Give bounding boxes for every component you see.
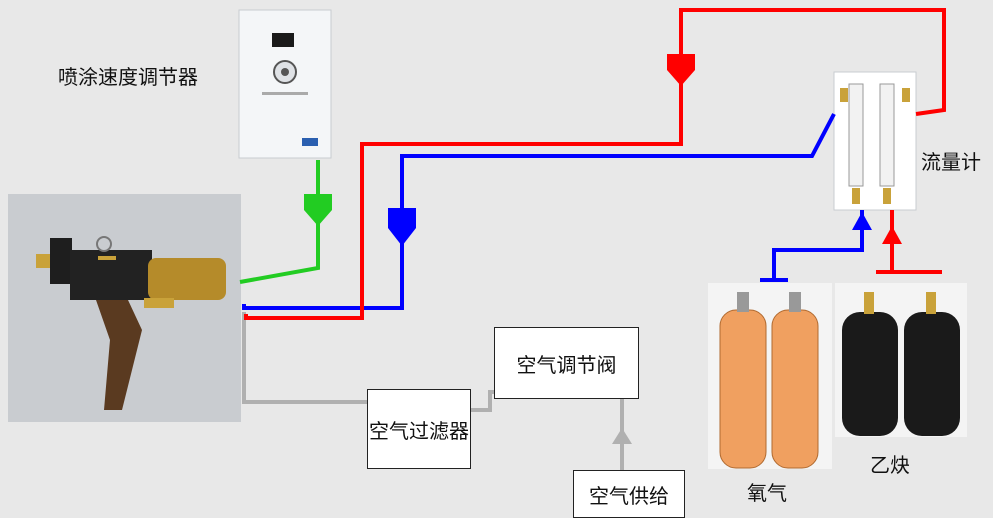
spray-speed-controller-device	[238, 9, 332, 159]
oxygen-cylinders	[708, 283, 832, 469]
acetylene-line	[242, 113, 872, 310]
spray-gun-image	[8, 194, 241, 422]
oxygen-label: 氧气	[747, 481, 787, 505]
flowmeter-device	[833, 71, 917, 211]
air-flow-arrow	[612, 428, 632, 444]
air-supply-box: 空气供给	[573, 470, 685, 518]
spray-speed-controller-label: 喷涂速度调节器	[58, 65, 198, 89]
acetylene-cylinders	[835, 283, 967, 437]
speed-control-line	[239, 160, 332, 284]
acetylene-label: 乙炔	[870, 453, 910, 477]
air-regulator-valve-box: 空气调节阀	[494, 327, 639, 399]
flowmeter-label: 流量计	[921, 150, 981, 174]
oxygen-line	[244, 8, 946, 320]
air-filter-box: 空气过滤器	[367, 389, 471, 469]
